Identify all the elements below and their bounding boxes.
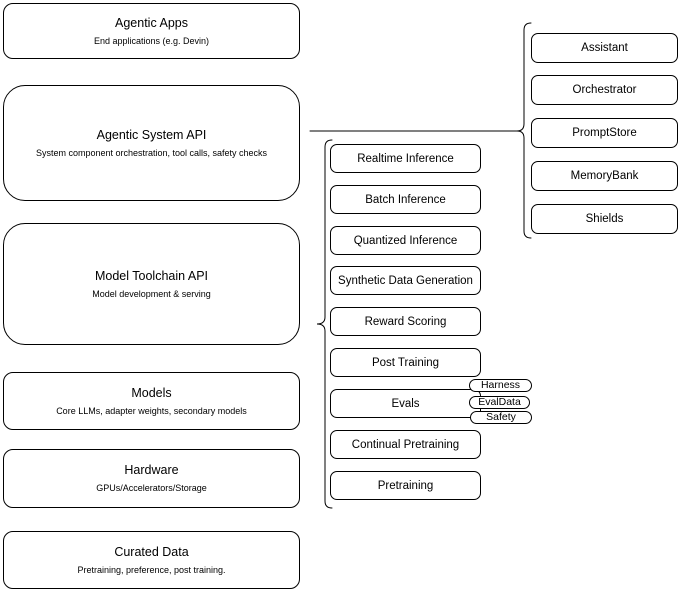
node-subtitle: System component orchestration, tool cal… bbox=[35, 147, 268, 158]
node-title: Agentic Apps bbox=[115, 15, 188, 30]
brace-system-api-group bbox=[516, 22, 532, 239]
node-realtime-inference: Realtime Inference bbox=[330, 144, 481, 173]
node-models: Models Core LLMs, adapter weights, secon… bbox=[3, 372, 300, 430]
node-memorybank: MemoryBank bbox=[531, 161, 678, 191]
node-label: Post Training bbox=[371, 356, 440, 369]
node-subtitle: Pretraining, preference, post training. bbox=[77, 564, 226, 575]
node-orchestrator: Orchestrator bbox=[531, 75, 678, 105]
tag-label: Safety bbox=[486, 411, 516, 423]
node-label: Shields bbox=[585, 213, 624, 225]
node-title: Agentic System API bbox=[96, 127, 207, 142]
node-label: MemoryBank bbox=[570, 170, 639, 182]
node-label: Quantized Inference bbox=[353, 234, 458, 247]
node-label: Continual Pretraining bbox=[351, 438, 460, 451]
node-label: Evals bbox=[391, 397, 420, 410]
node-title: Models bbox=[131, 385, 172, 400]
node-subtitle: End applications (e.g. Devin) bbox=[93, 35, 210, 46]
node-post-training: Post Training bbox=[330, 348, 481, 377]
node-label: Orchestrator bbox=[572, 84, 637, 96]
node-continual-pretraining: Continual Pretraining bbox=[330, 430, 481, 459]
node-assistant: Assistant bbox=[531, 33, 678, 63]
node-label: Pretraining bbox=[377, 479, 434, 492]
node-synthetic-data-generation: Synthetic Data Generation bbox=[330, 266, 481, 295]
node-evals: Evals bbox=[330, 389, 481, 418]
node-title: Hardware bbox=[124, 463, 179, 477]
node-hardware: Hardware GPUs/Accelerators/Storage bbox=[3, 449, 300, 508]
node-promptstore: PromptStore bbox=[531, 118, 678, 148]
node-pretraining: Pretraining bbox=[330, 471, 481, 500]
node-title: Model Toolchain API bbox=[94, 268, 209, 283]
node-quantized-inference: Quantized Inference bbox=[330, 226, 481, 255]
node-curated-data: Curated Data Pretraining, preference, po… bbox=[3, 531, 300, 589]
node-subtitle: Core LLMs, adapter weights, secondary mo… bbox=[56, 405, 247, 416]
brace-toolchain-group bbox=[316, 139, 333, 509]
node-label: Realtime Inference bbox=[357, 152, 454, 165]
node-title: Curated Data bbox=[114, 544, 189, 559]
node-label: Synthetic Data Generation bbox=[338, 274, 473, 287]
node-agentic-system-api: Agentic System API System component orch… bbox=[3, 85, 300, 201]
node-model-toolchain-api: Model Toolchain API Model development & … bbox=[3, 223, 300, 345]
tag-label: EvalData bbox=[478, 396, 521, 408]
node-batch-inference: Batch Inference bbox=[330, 185, 481, 214]
node-subtitle: GPUs/Accelerators/Storage bbox=[96, 483, 207, 493]
node-label: Batch Inference bbox=[365, 193, 446, 206]
tag-safety: Safety bbox=[470, 411, 532, 424]
node-label: Reward Scoring bbox=[364, 315, 447, 328]
node-label: PromptStore bbox=[572, 127, 637, 139]
node-shields: Shields bbox=[531, 204, 678, 234]
node-subtitle: Model development & serving bbox=[92, 288, 211, 299]
tag-label: Harness bbox=[480, 379, 521, 391]
node-label: Assistant bbox=[581, 42, 628, 54]
node-agentic-apps: Agentic Apps End applications (e.g. Devi… bbox=[3, 3, 300, 59]
tag-evaldata: EvalData bbox=[469, 396, 530, 409]
node-reward-scoring: Reward Scoring bbox=[330, 307, 481, 336]
tag-harness: Harness bbox=[469, 379, 532, 392]
